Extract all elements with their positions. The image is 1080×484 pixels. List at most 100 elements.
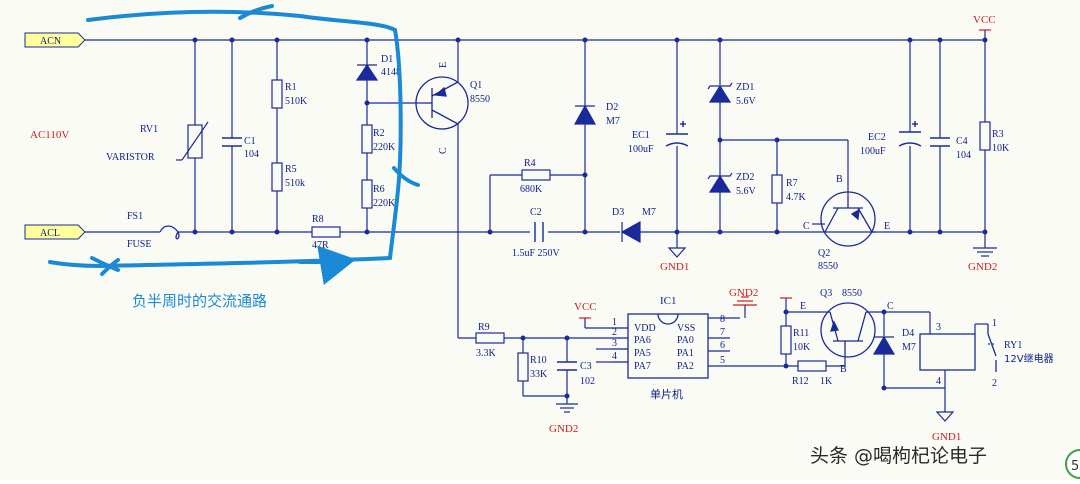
r7-ref: R7 [786,178,798,189]
fs1-value: FUSE [127,239,151,250]
transistor-q1 [415,76,469,130]
ic1-pin-4-num: 4 [612,351,617,362]
ic1-pin-7-name: PA0 [677,335,694,346]
relay-pin-4: 4 [936,376,941,387]
net-label-acn: ACN [24,32,86,48]
ic1-pin-5-name: PA2 [677,361,694,372]
q3-value: 8550 [842,288,862,299]
d1-ref: D1 [381,54,393,65]
c2-value: 1.5uF 250V [512,248,561,259]
q3-pin-c: C [887,301,894,312]
resistor-r1 [271,79,283,109]
q1-ref: Q1 [470,80,482,91]
ic1-pin-1-num: 1 [612,317,617,328]
ic1-value: 单片机 [650,387,683,401]
d1-value: 4148 [381,67,401,78]
resistor-r5 [271,162,283,192]
net-label-acn-text: ACN [40,36,61,47]
q2-ref: Q2 [818,248,830,259]
zener-zd2 [707,172,733,193]
electrolytic-ec2 [898,121,922,147]
ic1-pin-6-name: PA1 [677,348,694,359]
c1-ref: C1 [244,136,256,147]
resistor-r6 [361,179,373,209]
resistor-r12 [797,360,827,372]
c3-value: 102 [580,376,595,387]
ic1-pin-8-num: 8 [720,314,725,325]
ic1-pin-8-name: VSS [677,323,695,334]
c2-ref: C2 [530,207,542,218]
gnd1-text: GND1 [660,261,689,273]
r4-ref: R4 [524,158,536,169]
capacitor-c3 [557,361,577,371]
relay-pin-3: 3 [936,322,941,333]
r11-value: 10K [793,342,811,353]
r12-ref: R12 [792,376,809,387]
q2-pin-c: C [803,221,810,232]
ry1-value: 12V继电器 [1004,352,1054,365]
gnd1-symbol [667,247,687,258]
junctions [192,37,988,399]
gnd2-lower-text: GND2 [549,423,578,435]
vcc-lower-text: VCC [574,301,597,313]
r7-value: 4.7K [786,192,807,203]
fuse-fs1 [159,225,180,240]
q1-pin-e: E [438,62,449,68]
supply-voltage-label: AC110V [30,129,69,141]
d3-ref: D3 [612,207,624,218]
ic1-pin-2-name: PA6 [634,335,651,346]
ic1-pin-6-num: 6 [720,340,725,351]
c3-ref: C3 [580,361,592,372]
current-path-annotation [48,4,420,285]
corner-badge-text: 5 [1071,459,1079,474]
c4-ref: C4 [956,136,968,147]
resistor-r8 [311,226,341,238]
q2-value: 8550 [818,261,838,272]
ec1-value: 100uF [628,144,654,155]
ic1-pin-7-num: 7 [720,327,725,338]
fs1-ref: FS1 [127,211,143,222]
q3-pin-b: B [840,364,847,375]
relay-ry1 [919,324,997,372]
zener-zd1 [707,82,733,103]
rv1-ref: RV1 [140,124,158,135]
diode-d2 [573,104,597,125]
q1-value: 8550 [470,94,490,105]
ic1-body [612,313,709,379]
resistor-r4 [521,169,551,181]
r10-ref: R10 [530,355,547,366]
q2-pin-e: E [884,221,890,232]
zd1-value: 5.6V [736,96,757,107]
r9-value: 3.3K [476,348,497,359]
relay-pin-1: 1 [992,318,997,329]
c4-value: 104 [956,150,971,161]
transistor-q3 [820,302,876,358]
resistor-r7 [771,174,783,204]
resistor-r10 [517,352,529,382]
gnd2-right-text: GND2 [968,261,997,273]
ic1-pin-2-num: 2 [612,327,617,338]
q3-ref: Q3 [820,288,832,299]
ic1-pin-3-name: PA5 [634,348,651,359]
gnd2-symbol-right [973,247,997,257]
capacitor-c4 [930,137,950,147]
r12-value: 1K [820,376,833,387]
capacitor-c1 [222,137,242,147]
r1-value: 510K [285,96,308,107]
r4-value: 680K [520,184,543,195]
zd2-value: 5.6V [736,186,757,197]
resistor-r11 [780,325,792,355]
gnd2-symbol-lower [556,403,578,413]
ic1-ref: IC1 [660,295,677,307]
transistor-q2 [820,191,876,247]
r1-ref: R1 [285,82,297,93]
r11-ref: R11 [793,328,809,339]
r5-ref: R5 [285,164,297,175]
d4-value: M7 [902,342,916,353]
d2-value: M7 [606,116,620,127]
q3-pin-e: E [800,301,806,312]
gnd1-lower-text: GND1 [932,431,961,443]
resistor-r2 [361,124,373,154]
gnd1-symbol-lower [935,411,955,422]
